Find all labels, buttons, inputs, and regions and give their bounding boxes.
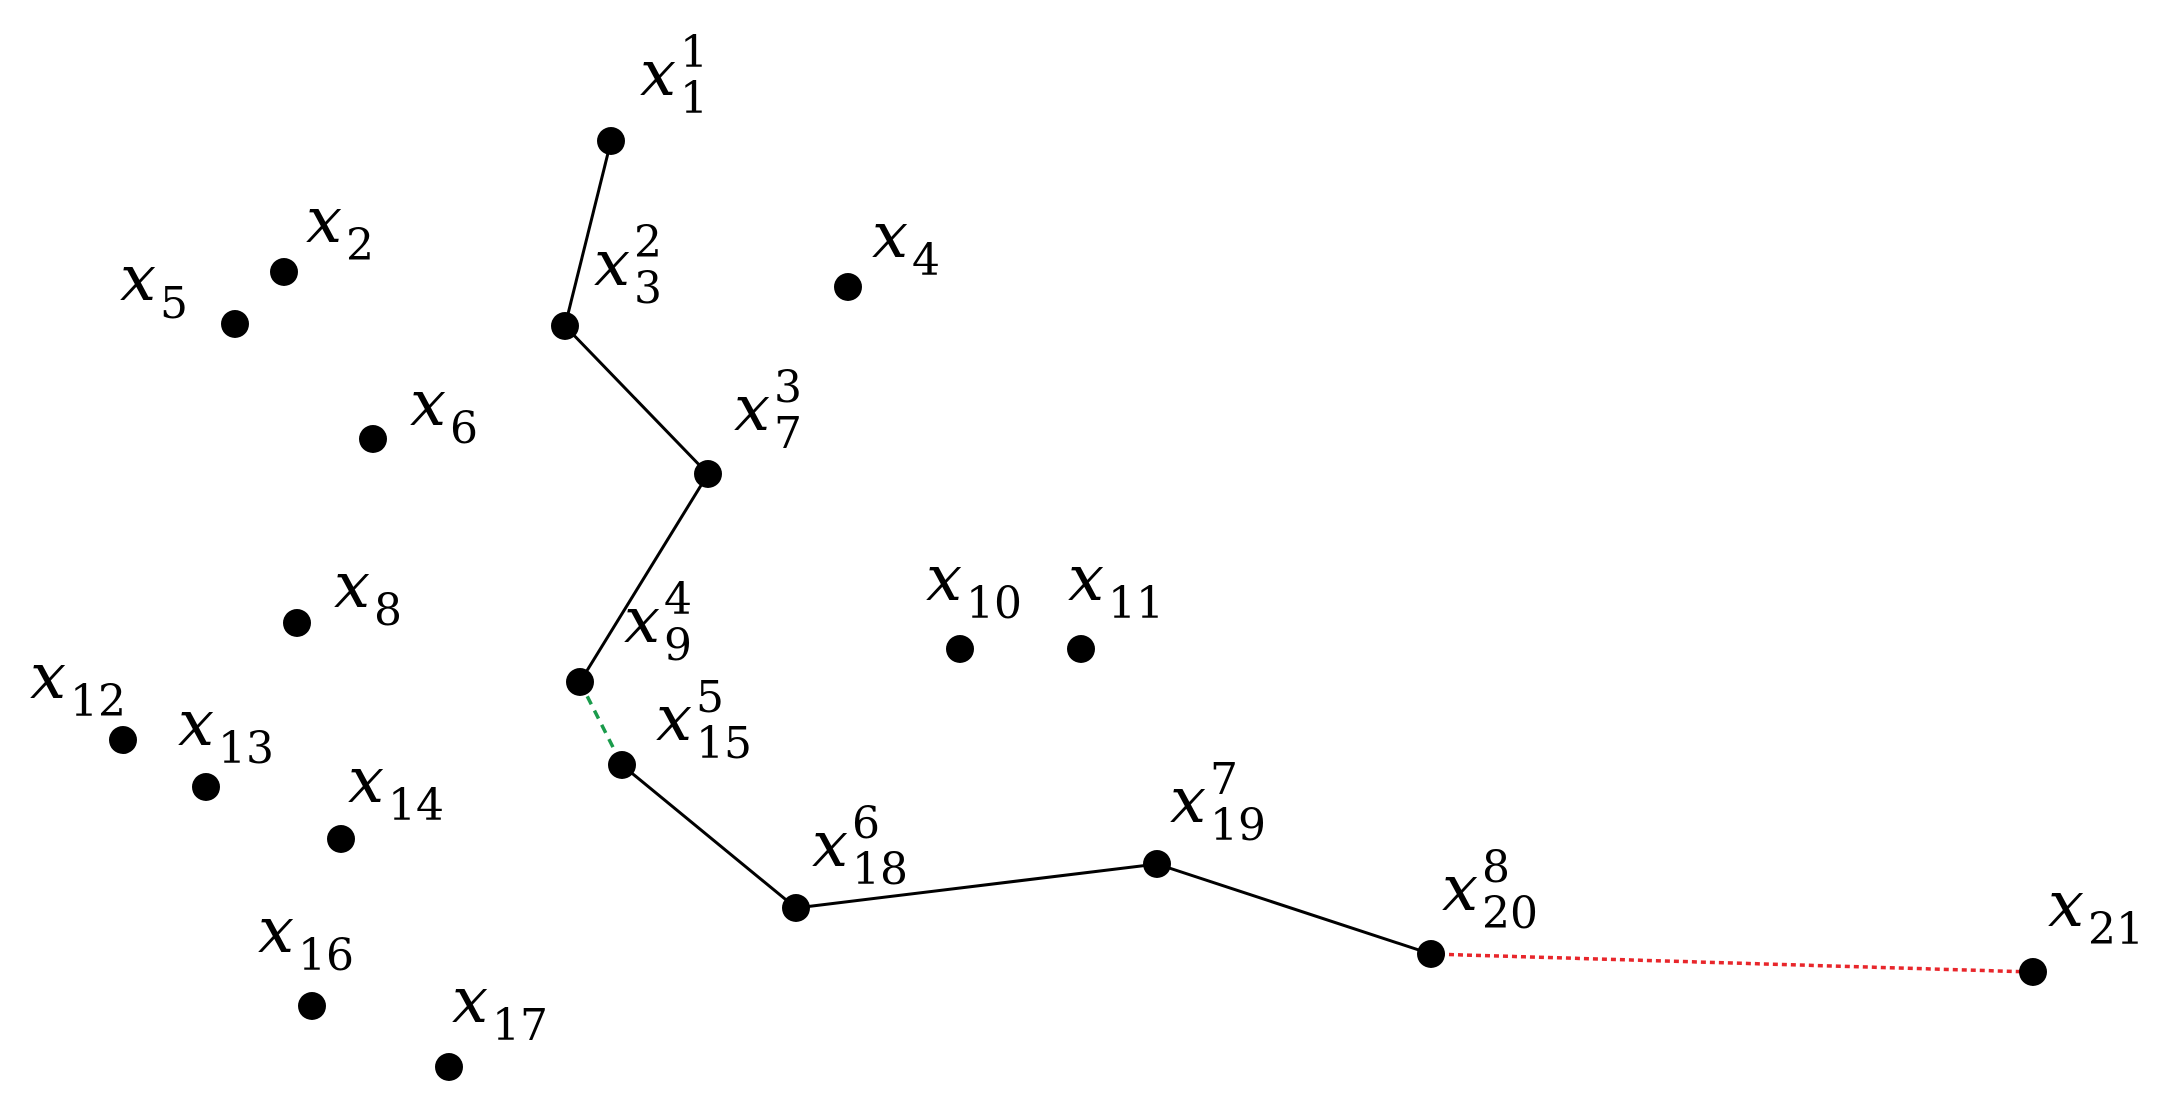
node-x19 (1143, 850, 1171, 878)
edge-x1-x3 (563, 140, 613, 327)
edge-x7-x9 (578, 473, 710, 683)
label-x6: x6 (410, 367, 478, 454)
node-x16 (298, 992, 326, 1020)
label-x14: x14 (348, 744, 444, 831)
label-x5: x5 (120, 242, 188, 329)
node-x11 (1067, 635, 1095, 663)
label-x17: x17 (452, 964, 548, 1051)
label-x11: x11 (1068, 542, 1164, 629)
node-x13 (192, 773, 220, 801)
edge-x3-x7 (563, 324, 710, 476)
node-x6 (359, 425, 387, 453)
node-x14 (327, 825, 355, 853)
label-x21: x21 (2048, 868, 2144, 955)
label-x12: x12 (30, 640, 126, 727)
edge-x18-x19 (795, 862, 1158, 910)
node-x7 (694, 460, 722, 488)
nodes-layer (109, 127, 2047, 1081)
edge-x19-x20 (1156, 862, 1432, 956)
node-x18 (782, 894, 810, 922)
label-x2: x2 (306, 184, 374, 271)
node-x4 (834, 273, 862, 301)
node-x1 (597, 127, 625, 155)
node-x15 (608, 751, 636, 779)
node-x20 (1417, 940, 1445, 968)
label-x4: x4 (872, 199, 940, 286)
label-x8: x8 (334, 549, 402, 636)
edge-x15-x18 (621, 763, 797, 910)
node-x3 (551, 312, 579, 340)
label-x16: x16 (258, 894, 354, 981)
node-x9 (566, 668, 594, 696)
label-x10: x10 (926, 542, 1022, 629)
node-x8 (283, 609, 311, 637)
node-x17 (435, 1053, 463, 1081)
node-x21 (2019, 958, 2047, 986)
label-x13: x13 (178, 687, 274, 774)
node-x10 (946, 635, 974, 663)
node-x12 (109, 726, 137, 754)
node-x2 (270, 258, 298, 286)
edge-x20-x21 (1430, 952, 2034, 974)
edges-layer (563, 140, 2034, 974)
node-x5 (221, 310, 249, 338)
